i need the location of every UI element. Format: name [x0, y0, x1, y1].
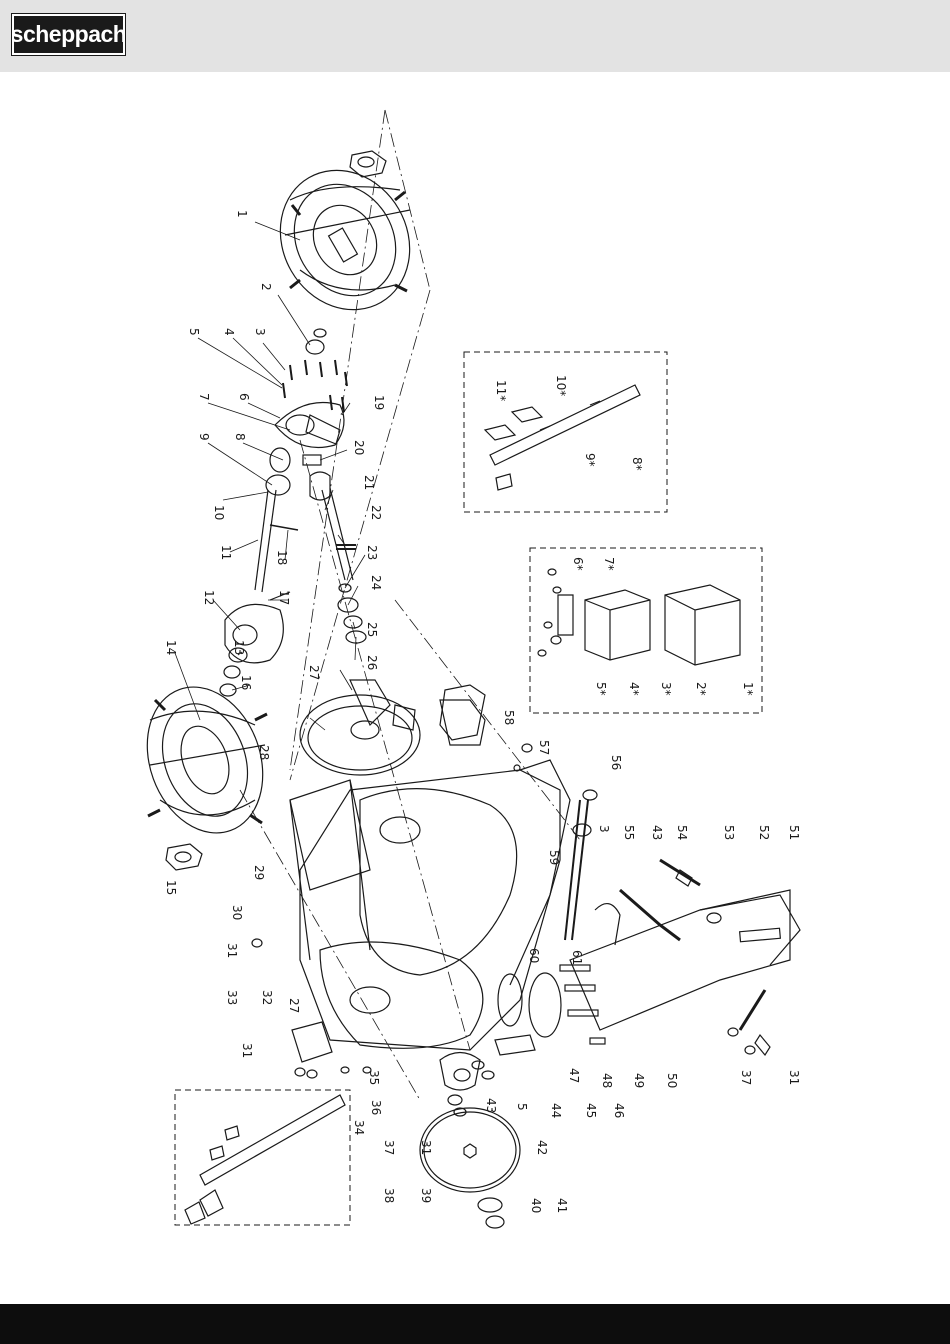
part-label: 49	[632, 1073, 646, 1088]
part-label: 16	[239, 675, 253, 690]
part-label: 15	[164, 880, 178, 895]
accessory-label: 2*	[694, 682, 708, 696]
part-label: 34	[352, 1120, 366, 1135]
part-label: 27	[287, 998, 301, 1013]
part-label: 28	[257, 745, 271, 760]
accessory-label: 6*	[571, 557, 585, 571]
part-label: 55	[622, 825, 636, 840]
part-label: 41	[555, 1198, 569, 1213]
part-label: 56	[609, 755, 623, 770]
part-label: 31	[419, 1140, 433, 1155]
brand-logo: scheppach	[12, 14, 125, 55]
part-label: 38	[382, 1188, 396, 1203]
part-label: 60	[527, 948, 541, 963]
accessory-label: 5*	[594, 682, 608, 696]
part-label: 31	[240, 1043, 254, 1058]
part-label: 37	[382, 1140, 396, 1155]
part-label: 50	[665, 1073, 679, 1088]
part-label: 52	[757, 825, 771, 840]
auger-top	[255, 147, 434, 334]
part-label: 36	[369, 1100, 383, 1115]
accessory-label: 7*	[602, 557, 616, 571]
part-label: 30	[230, 905, 244, 920]
part-label: 48	[600, 1073, 614, 1088]
part-label: 31	[787, 1070, 801, 1085]
part-label: 2	[259, 283, 273, 291]
part-label: 23	[365, 545, 379, 560]
header-bar: scheppach	[0, 0, 950, 72]
parts-drawing: 1 2 3 4 5 6 7 8 9 10 11 12 13 14 15 16 1…	[0, 72, 950, 1304]
part-label: 31	[225, 943, 239, 958]
leader-lines	[175, 222, 365, 730]
part-label: 44	[549, 1103, 563, 1118]
part-label: 17	[277, 590, 291, 605]
accessory-label: 3*	[659, 682, 673, 696]
part-label: 19	[372, 395, 386, 410]
part-label: 43	[484, 1098, 498, 1113]
skid-label: 11*	[494, 380, 508, 401]
impeller	[300, 680, 485, 775]
part-label: 24	[369, 575, 383, 590]
part-label: 7	[197, 393, 211, 401]
part-label: 9	[197, 433, 211, 441]
part-label: 5	[515, 1103, 529, 1111]
skid-label: 9*	[583, 453, 597, 467]
part-label: 12	[202, 590, 216, 605]
part-label: 57	[537, 740, 551, 755]
part-label: 27	[307, 665, 321, 680]
part-label: 61	[570, 950, 584, 965]
skid-label: 8*	[630, 457, 644, 471]
part-label: 43	[650, 825, 664, 840]
part-label: 5	[187, 328, 201, 336]
part-label: 39	[419, 1188, 433, 1203]
part-label: 29	[252, 865, 266, 880]
exploded-parts-diagram: 1 2 3 4 5 6 7 8 9 10 11 12 13 14 15 16 1…	[0, 72, 950, 1304]
part-label: 10	[212, 505, 226, 520]
part-label: 45	[584, 1103, 598, 1118]
part-label: 20	[352, 440, 366, 455]
part-label: 3	[597, 825, 611, 833]
skid-label: 10*	[554, 375, 568, 396]
part-label: 13	[232, 640, 246, 655]
part-label: 46	[612, 1103, 626, 1118]
part-label: 53	[722, 825, 736, 840]
part-label: 58	[502, 710, 516, 725]
inset-lower-skid-kit	[175, 1090, 350, 1225]
part-label: 25	[365, 622, 379, 637]
part-label: 8	[233, 433, 247, 441]
footer-bar	[0, 1304, 950, 1344]
drive-pulley	[420, 1035, 535, 1228]
part-label: 35	[367, 1070, 381, 1085]
part-label: 26	[365, 655, 379, 670]
inset-labels: 1* 2* 3* 4* 5* 6* 7* 8* 9* 10* 11*	[494, 375, 755, 696]
auger-bottom	[128, 671, 283, 870]
part-label: 3	[253, 328, 267, 336]
part-label: 40	[529, 1198, 543, 1213]
part-label: 32	[260, 990, 274, 1005]
gearbox-upper	[255, 329, 366, 643]
part-label: 11	[219, 545, 233, 560]
part-label: 6	[237, 393, 251, 401]
part-label: 18	[275, 550, 289, 565]
part-label: 54	[675, 825, 689, 840]
part-label: 47	[567, 1068, 581, 1083]
side-plate	[252, 744, 532, 1078]
part-label: 22	[369, 505, 383, 520]
inset-accessory-kit	[530, 548, 762, 713]
part-label: 1	[235, 210, 249, 218]
part-label: 21	[362, 475, 376, 490]
part-label: 51	[787, 825, 801, 840]
part-label: 42	[535, 1140, 549, 1155]
part-label: 37	[739, 1070, 753, 1085]
accessory-label: 4*	[627, 682, 641, 696]
part-label: 59	[547, 850, 561, 865]
part-label: 4	[222, 328, 236, 336]
part-label: 33	[225, 990, 239, 1005]
part-label: 14	[164, 640, 178, 655]
accessory-label: 1*	[741, 682, 755, 696]
